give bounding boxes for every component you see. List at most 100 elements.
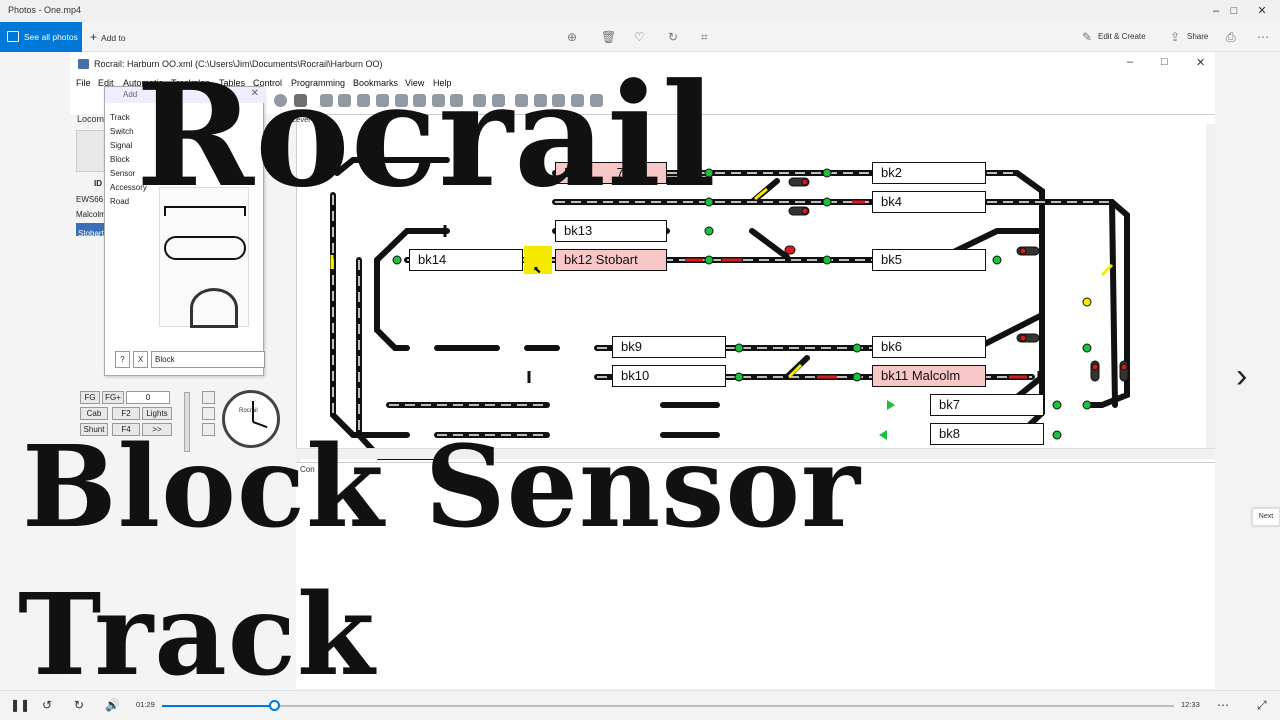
light-icon[interactable] (413, 94, 426, 107)
active-sensor-highlight[interactable] (524, 246, 552, 274)
train-icon[interactable] (338, 94, 351, 107)
block-bk11[interactable]: bk11 Malcolm (872, 365, 986, 387)
seek-thumb[interactable] (269, 700, 281, 711)
forward-button[interactable]: >> (142, 423, 172, 436)
symbol-preview[interactable] (159, 187, 249, 328)
speed-slider[interactable] (184, 392, 190, 452)
volume-icon[interactable]: 🔊 (105, 698, 120, 712)
lights-button[interactable]: Lights (142, 407, 172, 420)
dialog-item-block[interactable]: Block (110, 155, 130, 164)
menu-view[interactable]: View (405, 78, 425, 88)
menu-control[interactable]: Control (253, 78, 283, 88)
dialog-item-signal[interactable]: Signal (110, 141, 133, 150)
track-plan-horizontal-scrollbar[interactable] (296, 448, 1215, 459)
print-doc-icon[interactable] (590, 94, 603, 107)
stop-icon[interactable] (274, 94, 287, 107)
block-bk2[interactable]: bk2 (872, 162, 986, 184)
block-bk4[interactable]: bk4 (872, 191, 986, 213)
speed-field[interactable]: 0 (126, 391, 170, 404)
rocrail-minimize-icon[interactable]: ‒ (1127, 56, 1134, 68)
block-bk8[interactable]: bk8 (930, 423, 1044, 445)
next-chevron-icon[interactable]: › (1236, 357, 1248, 395)
function-button-3[interactable] (202, 423, 215, 436)
fg-button[interactable]: FG (80, 391, 100, 404)
favorite-icon[interactable]: ♡ (634, 30, 645, 44)
loco-list-header[interactable]: ID (94, 179, 102, 188)
dialog-item-accessory[interactable]: Accessory (110, 183, 147, 192)
zoom-icon[interactable]: ⊕ (567, 30, 578, 44)
block-bk6[interactable]: bk6 (872, 336, 986, 358)
menu-trackplan[interactable]: Trackplan (171, 78, 211, 88)
block-top-occupied[interactable]: EW 78 (555, 162, 667, 184)
info-icon[interactable] (515, 94, 528, 107)
flag-icon[interactable] (432, 94, 445, 107)
dialog-close-icon[interactable]: ✕ (250, 88, 259, 99)
zoom-fit-icon[interactable] (492, 94, 505, 107)
edit-create-button[interactable]: Edit & Create (1098, 32, 1146, 41)
dialog-filter-input[interactable]: Block (151, 351, 265, 368)
dialog-x-button[interactable]: X (133, 351, 148, 368)
document-icon[interactable] (571, 94, 584, 107)
block-bk14[interactable]: bk14 (409, 249, 523, 271)
print-icon[interactable]: ⎙ (1226, 30, 1236, 44)
delete-icon[interactable]: 🗑 (601, 30, 617, 44)
loco-row-stobart[interactable]: Stobart (76, 223, 108, 238)
level-tab[interactable]: Level 0 (292, 115, 317, 124)
loco-row-malcolm[interactable]: Malcolm (76, 210, 106, 219)
close-button[interactable]: ✕ (1257, 5, 1267, 17)
dialog-help-button[interactable]: ? (115, 351, 130, 368)
see-all-photos-button[interactable]: See all photos (0, 22, 82, 52)
block-bk9[interactable]: bk9 (612, 336, 726, 358)
pause-icon[interactable]: ❚❚ (10, 698, 31, 712)
more-options-icon[interactable]: ⋯ (1217, 698, 1229, 712)
track-plan-vertical-scrollbar[interactable] (1206, 124, 1215, 448)
bug-icon[interactable] (552, 94, 565, 107)
speed-icon[interactable] (357, 94, 370, 107)
block-bk13[interactable]: bk13 (555, 220, 667, 242)
dialog-item-road[interactable]: Road (110, 197, 130, 206)
track-plan-canvas[interactable]: EW 78 bk2 bk4 bk13 bk14 bk12 Stobart bk5… (296, 114, 1215, 460)
block-icon[interactable] (376, 94, 389, 107)
help-icon[interactable] (534, 94, 547, 107)
fg-plus-button[interactable]: FG+ (102, 391, 124, 404)
shunt-button[interactable]: Shunt (80, 423, 108, 436)
f2-button[interactable]: F2 (112, 407, 140, 420)
rotate-icon[interactable]: ↻ (668, 30, 679, 44)
clock-icon[interactable] (450, 94, 463, 107)
fullscreen-icon[interactable]: ⤢ (1257, 698, 1267, 712)
rocrail-maximize-icon[interactable]: □ (1161, 56, 1168, 68)
crop-icon[interactable]: ⌗ (701, 30, 708, 44)
dialog-item-track[interactable]: Track (110, 113, 130, 122)
menu-edit[interactable]: Edit (98, 78, 114, 88)
menu-bookmarks[interactable]: Bookmarks (353, 78, 399, 88)
share-button[interactable]: Share (1187, 32, 1209, 41)
loco-row-ews66[interactable]: EWS66 (76, 195, 104, 204)
f4-button[interactable]: F4 (112, 423, 140, 436)
block-bk10[interactable]: bk10 (612, 365, 726, 387)
block-bk5[interactable]: bk5 (872, 249, 986, 271)
function-button-1[interactable] (202, 391, 215, 404)
add-to-button[interactable]: +Add to (90, 22, 126, 52)
loco-icon[interactable] (320, 94, 333, 107)
menu-file[interactable]: File (76, 78, 91, 88)
seek-bar[interactable] (162, 705, 1174, 707)
shuffle-icon[interactable] (395, 94, 408, 107)
warning-icon[interactable] (294, 94, 307, 107)
menu-programming[interactable]: Programming (291, 78, 346, 88)
block-bk7[interactable]: bk7 (930, 394, 1044, 416)
menu-tables[interactable]: Tables (219, 78, 246, 88)
rewind-icon[interactable]: ↺ (42, 698, 53, 712)
function-button-2[interactable] (202, 407, 215, 420)
dialog-item-switch[interactable]: Switch (110, 127, 134, 136)
more-icon[interactable]: ⋯ (1257, 30, 1269, 44)
block-bk12[interactable]: bk12 Stobart (555, 249, 667, 271)
menu-help[interactable]: Help (433, 78, 452, 88)
cab-button[interactable]: Cab (80, 407, 108, 420)
maximize-button[interactable]: □ (1230, 5, 1238, 17)
minimize-button[interactable]: ‒ (1212, 5, 1220, 17)
search-icon[interactable] (473, 94, 486, 107)
console-tab[interactable]: Con (300, 465, 315, 474)
menu-automatic[interactable]: Automatic (123, 78, 164, 88)
locomotive-tab-label[interactable]: Locom (77, 114, 105, 124)
dialog-item-sensor[interactable]: Sensor (110, 169, 136, 178)
